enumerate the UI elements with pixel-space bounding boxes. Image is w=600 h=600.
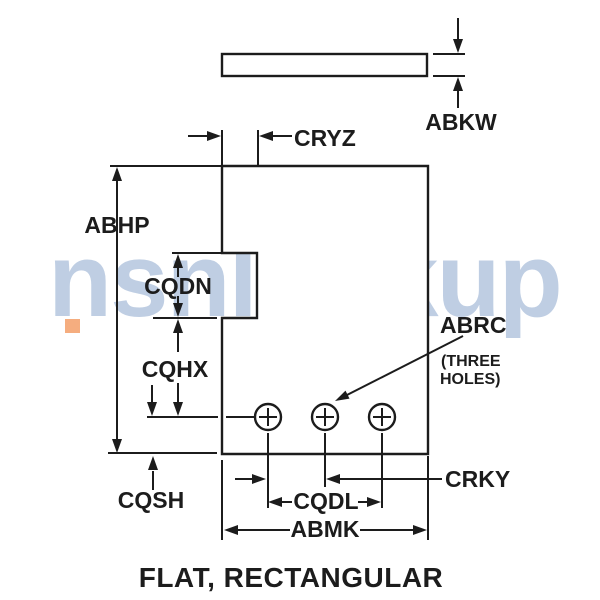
dim-label-abkw: ABKW [425, 109, 497, 135]
hole-3 [367, 402, 397, 432]
arrow-left-icon [268, 497, 282, 507]
dim-label-cqhx: CQHX [142, 356, 209, 382]
arrow-up-icon [173, 319, 183, 333]
dim-abhp: ABHP [84, 165, 222, 454]
arrow-left-icon [259, 131, 273, 141]
extension-lines-bottom [221, 433, 429, 540]
dim-label-abmk: ABMK [291, 516, 360, 542]
arrow-right-icon [207, 131, 221, 141]
arrow-down-icon [112, 439, 122, 453]
dim-cqdn: CQDN [144, 252, 222, 319]
arrow-down-icon [453, 39, 463, 53]
arrow-up-icon [453, 77, 463, 91]
dim-label-abhp: ABHP [84, 212, 149, 238]
arrow-down-icon [147, 402, 157, 416]
dim-label-cqdl: CQDL [293, 488, 358, 514]
arrow-down-icon [173, 402, 183, 416]
plate-outline [220, 164, 430, 456]
arrow-left-icon [326, 474, 340, 484]
callout-abrc: ABRC (THREE HOLES) [335, 312, 506, 401]
dim-label-cqsh: CQSH [118, 487, 184, 513]
page-title: FLAT, RECTANGULAR [139, 562, 444, 593]
dim-crky: CRKY [235, 466, 510, 492]
dim-abkw: ABKW [425, 18, 497, 135]
dim-cqsh: CQSH [118, 385, 184, 513]
arrow-up-icon [112, 167, 122, 181]
hole-2 [310, 402, 340, 432]
side-view-plate [220, 52, 429, 78]
watermark-orange-dot [65, 319, 80, 333]
arrow-up-icon [148, 456, 158, 470]
arrow-down-icon [173, 303, 183, 317]
holes [253, 402, 397, 432]
dim-label-cryz: CRYZ [294, 125, 356, 151]
arrow-right-icon [413, 525, 427, 535]
dim-label-cqdn: CQDN [144, 273, 212, 299]
arrow-down-left-icon [335, 390, 350, 401]
arrow-up-icon [173, 254, 183, 268]
dim-cqhx: CQHX [142, 319, 254, 418]
arrow-left-icon [224, 525, 238, 535]
dim-abmk: ABMK [224, 516, 427, 542]
side-view [220, 52, 429, 78]
dim-label-crky: CRKY [445, 466, 510, 492]
dim-cqdl: CQDL [268, 488, 381, 514]
hole-1 [253, 402, 283, 432]
abrc-note-line2: HOLES) [440, 371, 500, 388]
abrc-note-line1: (THREE [441, 353, 501, 370]
front-view [220, 164, 430, 456]
arrow-right-icon [252, 474, 266, 484]
arrow-right-icon [367, 497, 381, 507]
dim-label-abrc: ABRC [440, 312, 506, 338]
